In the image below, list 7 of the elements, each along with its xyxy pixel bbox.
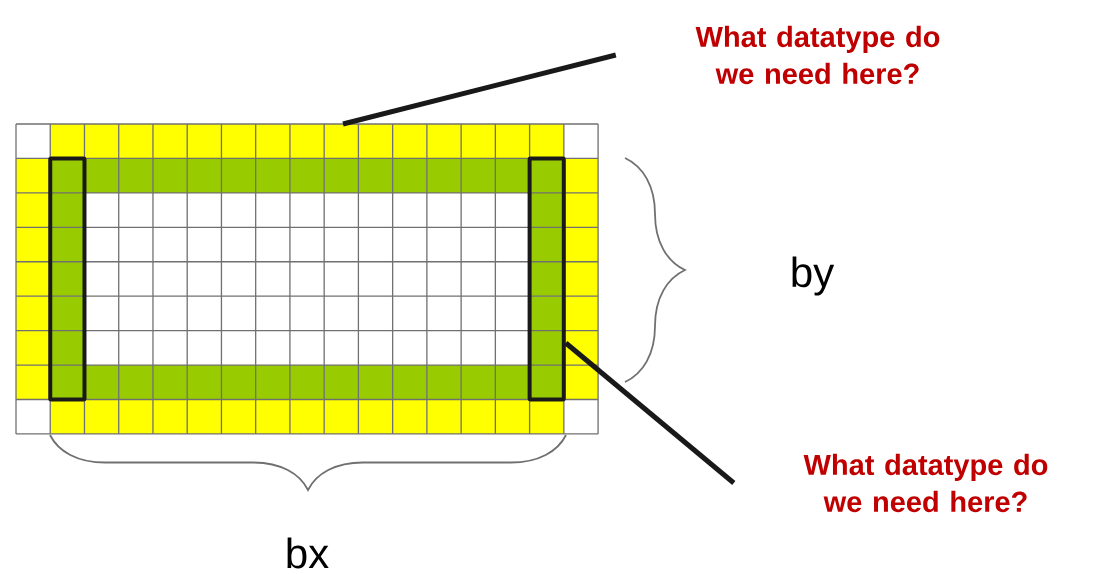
leader-line [342,52,617,127]
question-text: What datatype do we need here? [803,453,1048,513]
leader-line [564,341,736,485]
dimension-label: by [792,256,835,296]
dimension-label: bx [287,537,329,569]
question-text: What datatype do we need here? [695,25,940,85]
column-outline [527,156,566,402]
